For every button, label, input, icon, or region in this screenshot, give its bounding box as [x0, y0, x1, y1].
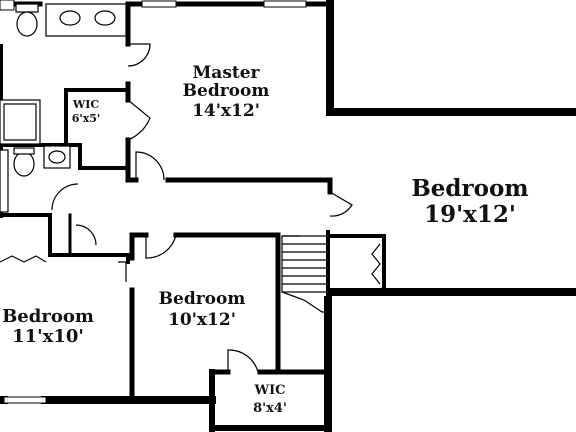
bedroom-center-size: 10'x12' — [168, 310, 236, 330]
bedroom-left-name: Bedroom — [2, 306, 94, 327]
wic-top-size: 6'x5' — [72, 112, 101, 125]
bedroom-right-name: Bedroom — [411, 175, 528, 202]
wic-bottom-name: WIC — [253, 383, 285, 398]
doors — [0, 43, 381, 373]
master-bedroom-size: 14'x12' — [192, 101, 260, 121]
bedroom-left-size: 11'x10' — [12, 326, 84, 347]
wic-top-name: WIC — [72, 98, 99, 111]
wic-bottom-size: 8'x4' — [253, 401, 287, 416]
master-bedroom-name-line2: Bedroom — [183, 81, 270, 101]
stairs — [281, 235, 329, 313]
bedroom-right-size: 19'x12' — [424, 201, 516, 228]
fixtures — [0, 3, 127, 213]
bedroom-center-name: Bedroom — [159, 289, 246, 309]
room-labels: Master Bedroom 14'x12' WIC 6'x5' Bedroom… — [2, 63, 529, 416]
windows — [0, 0, 307, 404]
master-bedroom-name-line1: Master — [192, 63, 260, 83]
